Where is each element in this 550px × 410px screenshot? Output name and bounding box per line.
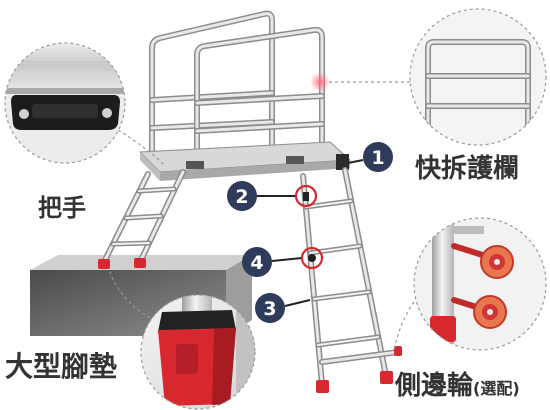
handle-inset: [4, 42, 126, 164]
ladder: [98, 10, 402, 393]
left-foot-a: [98, 259, 110, 269]
label-side-wheels-main: 側邊輪: [394, 370, 474, 401]
guardrail-inset: [409, 8, 547, 146]
guardrail-frame: [149, 10, 325, 169]
svg-text:1: 1: [371, 147, 384, 169]
marker-1: 1: [347, 142, 393, 172]
label-side-wheels-optional: (選配): [473, 379, 520, 398]
left-ladder-leg: [98, 169, 186, 269]
stabilizer-cap: [394, 346, 402, 356]
right-foot-a: [316, 380, 329, 393]
right-ladder-leg: [300, 154, 402, 393]
wheel-lower: [473, 295, 507, 329]
label-side-wheels: 側邊輪(選配): [394, 370, 520, 401]
latch-2: [303, 192, 309, 201]
marker-4: 4: [242, 246, 324, 277]
svg-text:4: 4: [250, 252, 263, 274]
svg-text:3: 3: [263, 298, 276, 320]
marker-2: 2: [227, 181, 318, 211]
left-foot-b: [134, 258, 146, 268]
latch-knob-4: [308, 254, 316, 262]
guardrail-pointer-dot: [310, 72, 330, 92]
platform: [138, 141, 352, 181]
svg-text:2: 2: [235, 186, 248, 208]
marker-3: 3: [255, 293, 311, 323]
hinge-lock: [336, 154, 349, 170]
label-guardrail: 快拆護欄: [415, 153, 519, 184]
side-wheels-inset: [413, 217, 547, 351]
highlight-ring-4: [300, 246, 324, 270]
right-foot-b: [380, 371, 393, 384]
label-handle: 把手: [38, 194, 86, 222]
label-foot-pad: 大型腳墊: [5, 350, 117, 383]
foot-pad-inset: [140, 294, 256, 410]
highlight-ring-2: [294, 184, 318, 208]
inset-connectors: [109, 81, 415, 351]
wheel-upper: [480, 245, 514, 279]
